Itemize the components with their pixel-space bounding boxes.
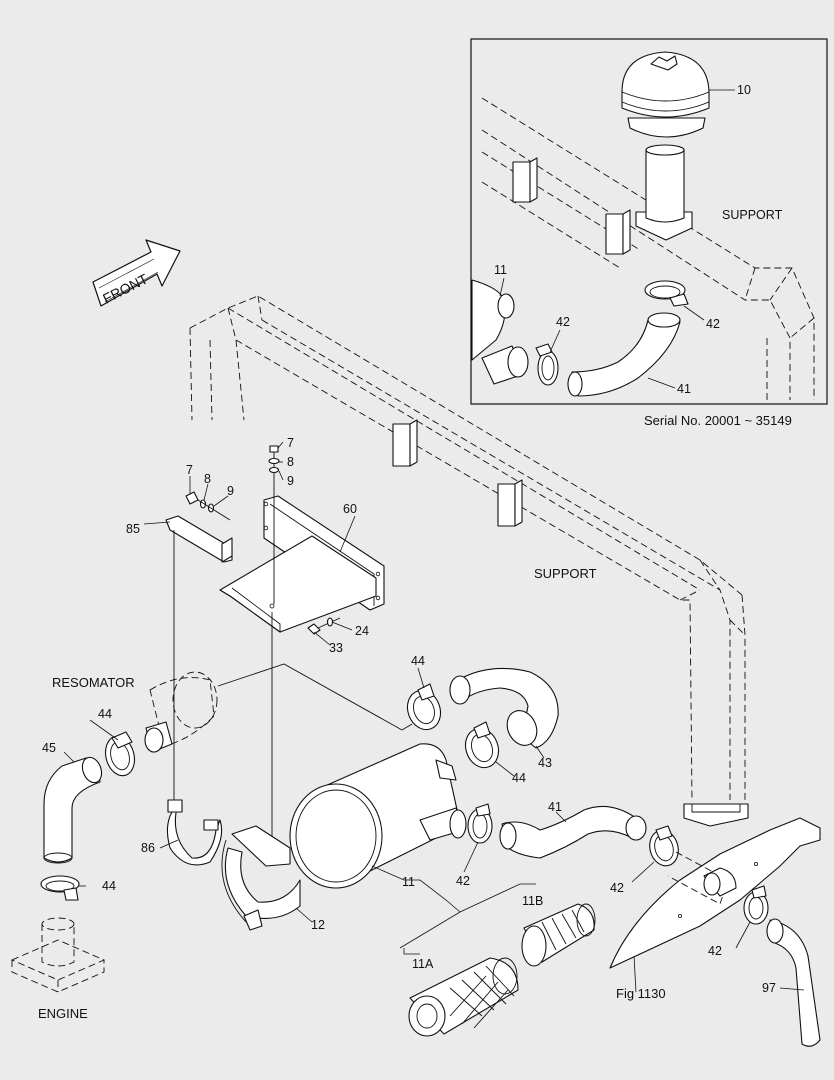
hose-97 bbox=[766, 918, 821, 1047]
inset-hose-clamp bbox=[567, 280, 689, 397]
callout-41: 41 bbox=[548, 800, 562, 814]
inset-intake-stack bbox=[635, 144, 693, 241]
callout-11-inset: 11 bbox=[494, 263, 507, 277]
callout-60: 60 bbox=[343, 502, 357, 516]
air-cleaner-body bbox=[289, 743, 467, 889]
callout-44-left: 44 bbox=[98, 707, 112, 721]
callout-44-top: 44 bbox=[411, 654, 425, 668]
engine-intake-hose-45 bbox=[43, 756, 103, 864]
clamp-44-lower-left bbox=[40, 875, 80, 901]
callout-8-left: 8 bbox=[204, 472, 211, 486]
resomator-label: RESOMATOR bbox=[52, 675, 135, 690]
callout-42-right: 42 bbox=[610, 881, 624, 895]
callout-9-upper: 9 bbox=[287, 474, 294, 488]
filter-element-11a bbox=[408, 957, 519, 1037]
inset-filter-outlet bbox=[471, 279, 559, 386]
callout-45: 45 bbox=[42, 741, 56, 755]
mount-bracket-60 bbox=[219, 495, 385, 633]
hose-43 bbox=[449, 667, 559, 749]
callout-7-upper: 7 bbox=[287, 436, 294, 450]
fig-ref-label: Fig 1130 bbox=[616, 986, 666, 1001]
front-arrow: FRONT bbox=[92, 239, 181, 307]
support-label: SUPPORT bbox=[534, 566, 597, 581]
fasteners bbox=[185, 445, 341, 635]
callout-9-left: 9 bbox=[227, 484, 234, 498]
inset-precleaner-cap bbox=[621, 51, 735, 138]
resonator bbox=[144, 671, 218, 753]
inset-brackets bbox=[512, 157, 631, 255]
serial-note: Serial No. 20001 ~ 35149 bbox=[644, 413, 792, 428]
callout-86: 86 bbox=[141, 841, 155, 855]
callout-85: 85 bbox=[126, 522, 140, 536]
callout-42-inset-b: 42 bbox=[706, 317, 720, 331]
clamp-42-duct bbox=[743, 885, 769, 925]
callout-43: 43 bbox=[538, 756, 552, 770]
callout-8-upper: 8 bbox=[287, 455, 294, 469]
callout-11: 11 bbox=[402, 875, 415, 889]
callout-24: 24 bbox=[355, 624, 369, 638]
callout-41-inset: 41 bbox=[677, 382, 691, 396]
duct-pipe bbox=[667, 851, 737, 905]
hose-41 bbox=[499, 805, 647, 859]
engine-port bbox=[10, 917, 106, 993]
callout-12: 12 bbox=[311, 918, 325, 932]
inset-support-label: SUPPORT bbox=[722, 208, 783, 222]
callout-97: 97 bbox=[762, 981, 776, 995]
frame-brackets bbox=[392, 419, 523, 527]
callout-11b: 11B bbox=[522, 894, 543, 908]
callout-33: 33 bbox=[329, 641, 343, 655]
filter-element-11b bbox=[521, 903, 596, 967]
support-frame bbox=[189, 295, 749, 827]
mount-bracket-85 bbox=[165, 515, 233, 563]
clamp-44-hose43-lower bbox=[464, 721, 500, 769]
clamp-44-upper-left bbox=[104, 731, 136, 777]
callout-42-far-right: 42 bbox=[708, 944, 722, 958]
callout-44-bottom-left: 44 bbox=[102, 879, 116, 893]
callout-42-center: 42 bbox=[456, 874, 470, 888]
clamp-42-hose41-right bbox=[649, 825, 679, 867]
callout-11a: 11A bbox=[412, 957, 434, 971]
inset-panel: 10 SUPPORT 11 42 42 41 bbox=[470, 38, 828, 405]
band-clamp-12 bbox=[221, 825, 301, 931]
engine-label: ENGINE bbox=[38, 1006, 88, 1021]
callout-10: 10 bbox=[737, 83, 751, 97]
callout-7-left: 7 bbox=[186, 463, 193, 477]
clamp-44-hose43-upper bbox=[406, 683, 442, 731]
clamp-42-hose41-left bbox=[467, 803, 493, 844]
callout-44-right: 44 bbox=[512, 771, 526, 785]
callout-42-inset-a: 42 bbox=[556, 315, 570, 329]
band-clamp-86 bbox=[166, 799, 223, 866]
